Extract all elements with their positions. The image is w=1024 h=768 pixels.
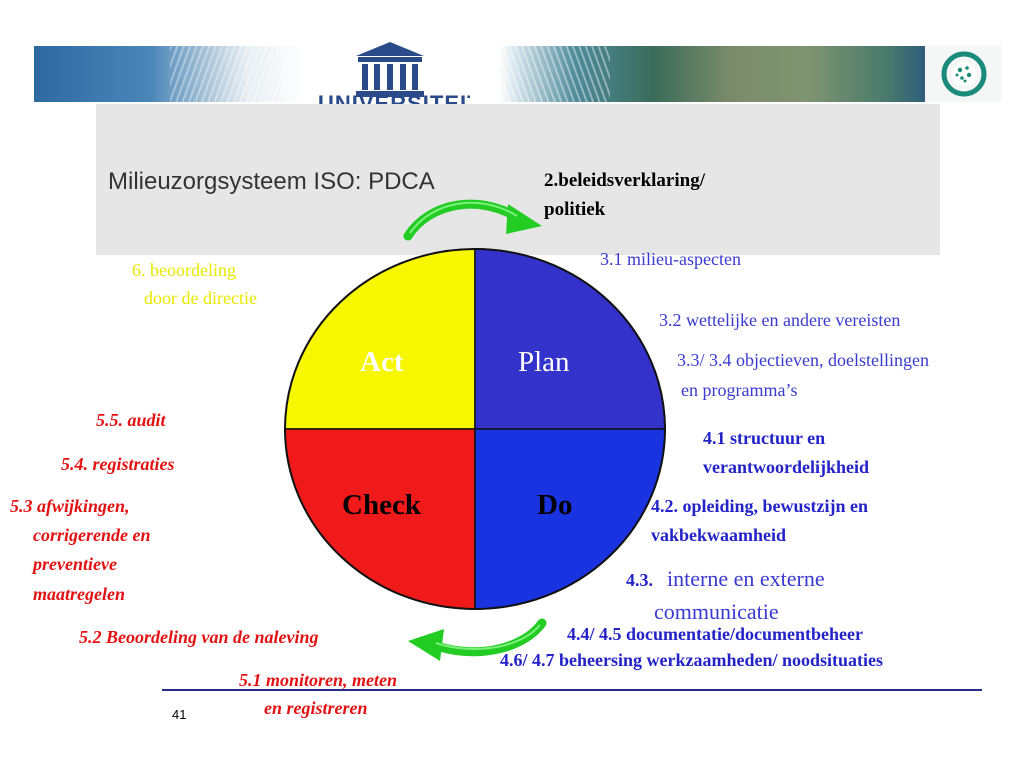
check-item-5-3-line4: maatregelen: [33, 584, 125, 604]
do-item-4-1-line2: verantwoordelijkheid: [703, 457, 869, 477]
slide-title: Milieuzorgsysteem ISO: PDCA: [108, 168, 435, 195]
quadrant-label-act: Act: [360, 346, 404, 378]
plan-item-3-2: 3.2 wettelijke en andere vereisten: [659, 310, 901, 330]
university-wordmark: UNIVERSITEIT: [318, 94, 470, 104]
do-item-4-1-line1: 4.1 structuur en: [703, 428, 826, 448]
check-item-5-1-line2: en registreren: [264, 698, 368, 718]
do-item-4-4: 4.4/ 4.5 documentatie/documentbeheer: [567, 624, 863, 644]
do-item-4-3-line2: communicatie: [654, 599, 779, 624]
do-item-4-6: 4.6/ 4.7 beheersing werkzaamheden/ noods…: [500, 650, 884, 670]
quadrant-act: [284, 248, 476, 430]
footer-divider: [162, 689, 982, 691]
quadrant-label-check: Check: [342, 489, 421, 521]
arrow-do-to-check-icon: [408, 618, 547, 661]
do-item-4-2-line1: 4.2. opleiding, bewustzijn en: [651, 496, 869, 516]
arrow-act-to-plan-icon: [403, 199, 542, 241]
plan-item-3-1: 3.1 milieu-aspecten: [600, 249, 741, 269]
page-number: 41: [172, 707, 187, 722]
check-item-5-3-line3: preventieve: [33, 554, 117, 574]
check-item-5-4: 5.4. registraties: [61, 454, 175, 474]
policy-label-line1: 2.beleidsverklaring/: [544, 170, 705, 191]
check-item-5-5: 5.5. audit: [96, 410, 166, 430]
banner-grass-texture-2: [490, 46, 610, 102]
check-item-5-1-line1: 5.1 monitoren, meten: [239, 670, 398, 690]
banner-grass-texture: [170, 46, 290, 102]
check-item-5-3-line1: 5.3 afwijkingen,: [10, 496, 130, 516]
header-banner: [34, 46, 1002, 102]
do-item-4-3-number: 4.3.: [626, 570, 653, 590]
plan-item-3-3-line2: en programma’s: [681, 380, 798, 400]
policy-label-line2: politiek: [544, 199, 606, 220]
do-item-4-3-line1: interne en externe: [667, 566, 825, 591]
do-item-4-2-line2: vakbekwaamheid: [651, 525, 787, 545]
check-item-5-3-line2: corrigerende en: [33, 525, 151, 545]
review-label-line2: door de directie: [144, 288, 257, 308]
quadrant-label-do: Do: [537, 489, 573, 521]
quadrant-plan: [474, 248, 666, 430]
pdca-circle: [284, 248, 666, 610]
university-building-icon: [356, 42, 424, 97]
cell-logo-icon: [941, 51, 987, 97]
plan-item-3-3-line1: 3.3/ 3.4 objectieven, doelstellingen: [677, 350, 929, 370]
quadrant-label-plan: Plan: [518, 346, 570, 378]
review-label-line1: 6. beoordeling: [132, 260, 236, 280]
check-item-5-2: 5.2 Beoordeling van de naleving: [79, 627, 319, 647]
